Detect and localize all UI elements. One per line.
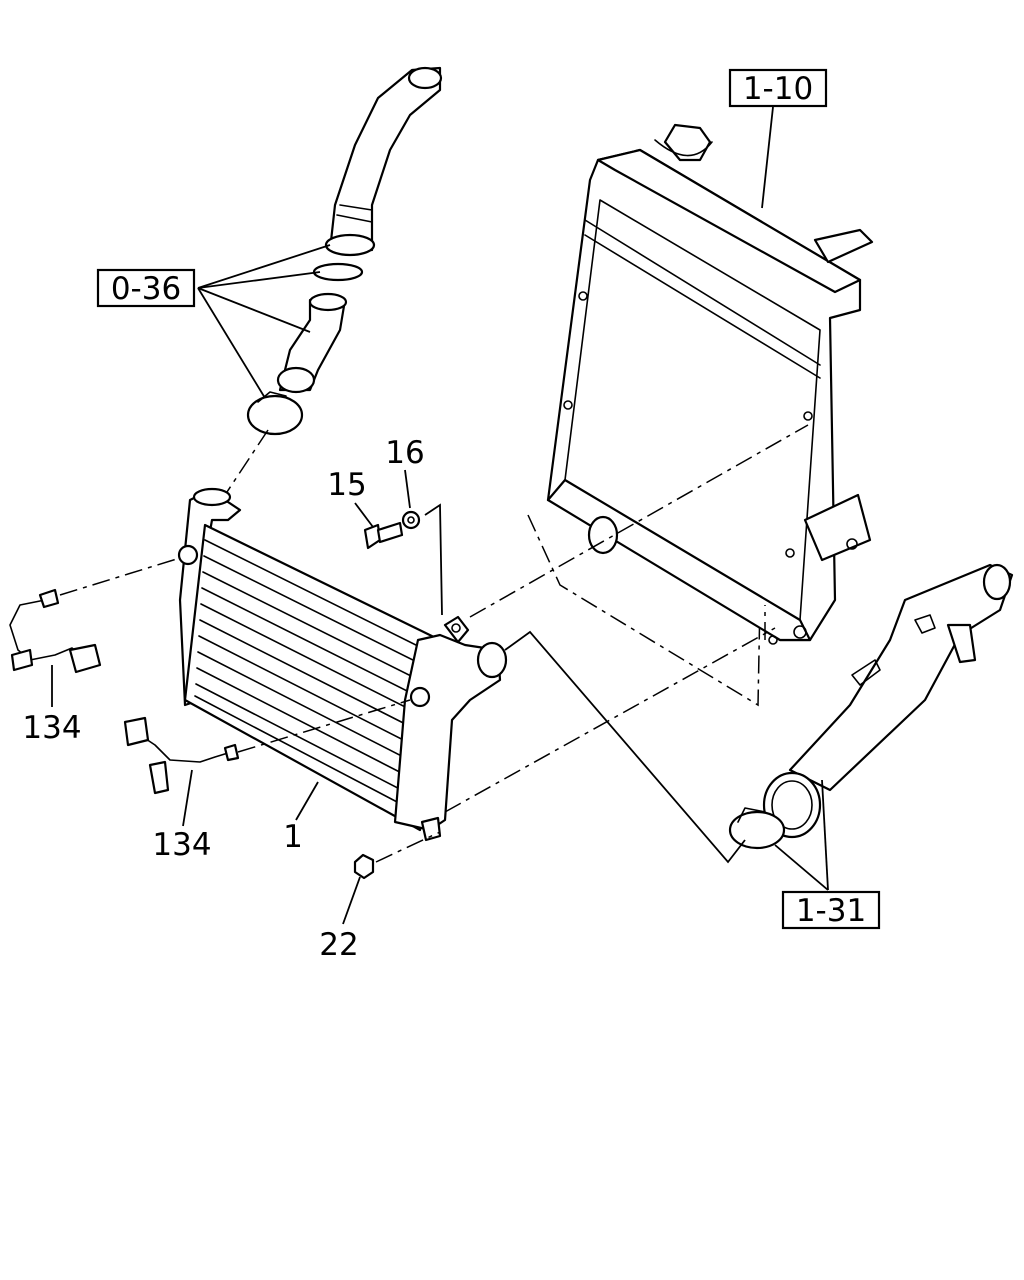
lower-clamp (728, 807, 786, 850)
callout-1-10: 1-10 (728, 68, 828, 108)
washer (401, 469, 421, 530)
upper-charge-pipe (324, 66, 443, 257)
callout-0-36: 0-36 (96, 268, 196, 308)
callout-1: 1 (283, 819, 303, 855)
sensor-harness-left (9, 557, 181, 707)
callout-1-31-label: 1-31 (796, 893, 866, 929)
callout-1-31: 1-31 (781, 890, 881, 930)
bolt (354, 502, 404, 550)
callout-134-left: 134 (22, 710, 81, 746)
sensor-harness-lower (123, 699, 411, 827)
intercooler (177, 487, 508, 842)
upper-hose (276, 292, 348, 394)
radiator (527, 106, 874, 707)
callout-16: 16 (385, 435, 424, 471)
callout-1-10-label: 1-10 (743, 71, 813, 107)
callout-15: 15 (327, 467, 366, 503)
callout-0-36-label: 0-36 (111, 271, 181, 307)
lower-clamp-upper-set (246, 391, 304, 436)
callout-22: 22 (319, 927, 358, 963)
nut (342, 831, 441, 925)
upper-clamp (312, 262, 364, 282)
callout-134-lower: 134 (152, 827, 211, 863)
